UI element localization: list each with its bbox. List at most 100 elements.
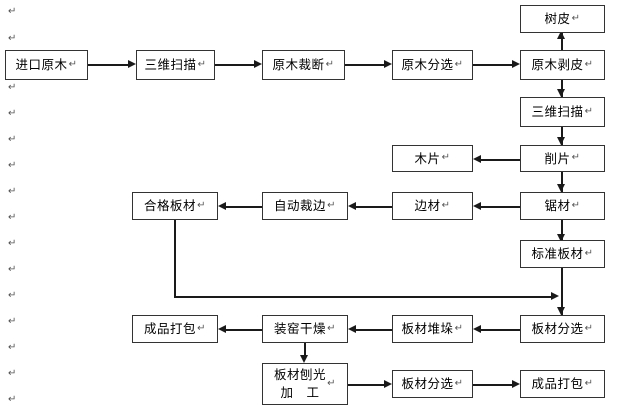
- edge-kiln-drying-to-board-planing: [304, 343, 306, 359]
- edge-chipping-to-sawn-timber: [561, 172, 563, 192]
- arrowhead-left: [473, 202, 481, 210]
- node-label: 边材: [414, 198, 441, 214]
- node-label: 原木裁断: [272, 57, 325, 73]
- node-qualified-boards[interactable]: 合格板材↵: [132, 192, 218, 220]
- node-bark[interactable]: 树皮↵: [520, 5, 605, 33]
- return-mark: ↵: [441, 199, 451, 211]
- edge-import-logs-to-scan-3d-1: [88, 64, 128, 66]
- arrowhead-right: [551, 292, 559, 300]
- edge-log-sorting-to-log-debarking: [473, 64, 512, 66]
- node-board-sorting-2[interactable]: 板材分选↵: [392, 370, 473, 398]
- return-mark: ↵: [584, 377, 594, 389]
- edge-log-debarking-to-scan-3d-2: [561, 80, 563, 97]
- return-mark: ↵: [454, 377, 464, 389]
- edge-qualified-boards-right-segment: [174, 296, 553, 298]
- node-scan-3d-1[interactable]: 三维扫描↵: [136, 50, 215, 80]
- node-label: 三维扫描: [531, 104, 584, 120]
- edge-scan-3d-2-to-chipping: [561, 127, 563, 145]
- arrowhead-left: [473, 325, 481, 333]
- edge-board-stacking-to-kiln-drying: [356, 329, 392, 331]
- node-label: 木片: [414, 150, 441, 166]
- node-sawn-timber[interactable]: 锯材↵: [520, 192, 605, 220]
- arrowhead-right: [384, 380, 392, 388]
- paragraph-mark: ↵: [8, 238, 17, 249]
- node-label: 板材分选: [531, 321, 584, 337]
- return-mark: ↵: [571, 199, 581, 211]
- paragraph-mark: ↵: [8, 316, 17, 327]
- return-mark: ↵: [197, 322, 206, 334]
- arrowhead-right: [512, 380, 520, 388]
- node-label: 成品打包: [144, 321, 197, 337]
- node-kiln-drying[interactable]: 装窑干燥↵: [262, 315, 348, 343]
- edge-sawn-timber-to-standard-boards: [561, 220, 563, 242]
- edge-chipping-to-wood-chips: [481, 159, 520, 161]
- arrowhead-down: [557, 307, 565, 315]
- paragraph-mark: ↵: [8, 160, 17, 171]
- paragraph-mark: ↵: [8, 290, 17, 301]
- paragraph-mark: ↵: [8, 186, 17, 197]
- node-import-logs[interactable]: 进口原木↵: [5, 50, 88, 80]
- node-log-debarking[interactable]: 原木剥皮↵: [520, 50, 605, 80]
- node-label: 合格板材: [144, 198, 197, 214]
- node-board-stacking[interactable]: 板材堆垛↵: [392, 315, 473, 343]
- return-mark: ↵: [454, 322, 464, 334]
- edge-log-debarking-to-bark: [561, 33, 563, 51]
- node-board-planing[interactable]: 板材刨光 加 工↵: [262, 363, 348, 405]
- node-packing-2[interactable]: 成品打包↵: [520, 370, 605, 398]
- arrowhead-left: [348, 325, 356, 333]
- node-label: 三维扫描: [144, 57, 197, 73]
- return-mark: ↵: [325, 58, 335, 70]
- node-label: 成品打包: [531, 376, 584, 392]
- node-label: 原木剥皮: [531, 57, 584, 73]
- edge-auto-edging-to-qualified-boards: [226, 206, 262, 208]
- arrowhead-right: [512, 60, 520, 68]
- edge-side-boards-to-auto-edging: [356, 206, 392, 208]
- node-log-cutting[interactable]: 原木裁断↵: [262, 50, 345, 80]
- arrowhead-down: [557, 89, 565, 97]
- arrowhead-down: [557, 137, 565, 145]
- arrowhead-down: [557, 184, 565, 192]
- node-standard-boards[interactable]: 标准板材↵: [520, 240, 605, 268]
- arrowhead-left: [218, 325, 226, 333]
- node-label: 标准板材: [531, 246, 584, 262]
- arrowhead-right: [384, 60, 392, 68]
- node-chipping[interactable]: 削片↵: [520, 145, 605, 172]
- node-auto-edging[interactable]: 自动裁边↵: [262, 192, 348, 220]
- node-label: 进口原木: [15, 57, 68, 73]
- paragraph-mark: ↵: [8, 134, 17, 145]
- node-log-sorting[interactable]: 原木分选↵: [392, 50, 473, 80]
- return-mark: ↵: [571, 152, 581, 164]
- edge-qualified-boards-down-segment: [174, 220, 176, 297]
- arrowhead-left: [348, 202, 356, 210]
- node-side-boards[interactable]: 边材↵: [392, 192, 473, 220]
- node-packing-1[interactable]: 成品打包↵: [132, 315, 218, 343]
- node-label: 板材分选: [401, 376, 454, 392]
- node-label: 装窑干燥: [274, 321, 327, 337]
- return-mark: ↵: [584, 58, 594, 70]
- paragraph-mark: ↵: [8, 108, 17, 119]
- return-mark: ↵: [197, 58, 207, 70]
- edge-sawn-timber-to-side-boards: [481, 206, 520, 208]
- arrowhead-right: [254, 60, 262, 68]
- return-mark: ↵: [327, 322, 336, 334]
- return-mark: ↵: [327, 377, 336, 389]
- return-mark: ↵: [327, 199, 336, 211]
- arrowhead-left: [473, 155, 481, 163]
- edge-board-sorting-2-to-packing-2: [473, 384, 512, 386]
- return-mark: ↵: [584, 105, 594, 117]
- edge-kiln-drying-to-packing-1: [226, 329, 262, 331]
- return-mark: ↵: [571, 12, 581, 24]
- return-mark: ↵: [197, 199, 206, 211]
- node-board-sorting-1[interactable]: 板材分选↵: [520, 315, 605, 343]
- paragraph-mark: ↵: [8, 212, 17, 223]
- paragraph-mark: ↵: [8, 264, 17, 275]
- node-label: 板材堆垛: [401, 321, 454, 337]
- return-mark: ↵: [584, 322, 594, 334]
- node-wood-chips[interactable]: 木片↵: [392, 145, 473, 172]
- arrowhead-down: [300, 355, 308, 363]
- node-scan-3d-2[interactable]: 三维扫描↵: [520, 97, 605, 127]
- return-mark: ↵: [441, 152, 451, 164]
- node-label: 自动裁边: [274, 198, 327, 214]
- return-mark: ↵: [68, 58, 78, 70]
